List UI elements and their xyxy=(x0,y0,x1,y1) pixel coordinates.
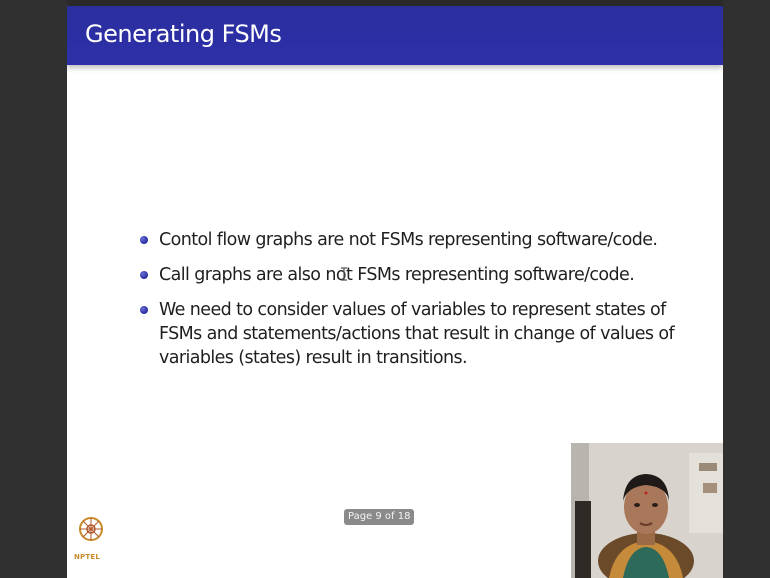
bullet-item: Call graphs are also not FSMs representi… xyxy=(140,263,680,287)
page-indicator: Page 9 of 18 xyxy=(344,509,415,525)
bullet-text: Call graphs are also not FSMs representi… xyxy=(159,265,635,285)
bullet-icon xyxy=(140,271,148,279)
webcam-video-overlay xyxy=(571,443,723,578)
right-dark-border xyxy=(723,0,770,578)
bullet-item: Contol flow graphs are not FSMs represen… xyxy=(140,228,680,252)
bullet-icon xyxy=(140,236,148,244)
bullet-text: Contol flow graphs are not FSMs represen… xyxy=(159,230,658,250)
bullet-text: We need to consider values of variables … xyxy=(159,300,675,368)
nptel-logo-icon xyxy=(79,517,103,541)
bullet-item: We need to consider values of variables … xyxy=(140,298,680,370)
slide-title: Generating FSMs xyxy=(85,20,282,48)
slide-title-bar: Generating FSMs xyxy=(67,6,723,65)
nptel-logo-label: NPTEL xyxy=(74,553,101,561)
bullet-list: Contol flow graphs are not FSMs represen… xyxy=(140,228,680,381)
left-dark-border xyxy=(0,0,67,578)
window-top-edge xyxy=(0,0,770,6)
bullet-icon xyxy=(140,306,148,314)
text-cursor-icon xyxy=(341,267,347,281)
